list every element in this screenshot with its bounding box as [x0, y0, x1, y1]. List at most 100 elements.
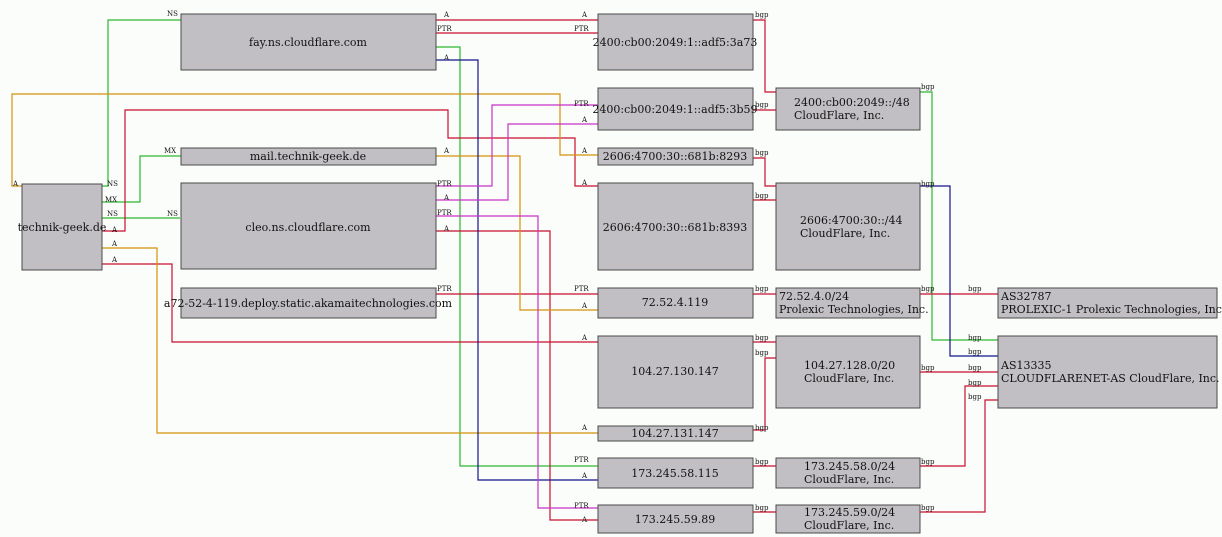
label-a: A	[581, 334, 588, 342]
label-a: A	[12, 180, 19, 188]
label-ptr: PTR	[437, 285, 452, 293]
node-ipv6-3a73[interactable]: 2400:cb00:2049:1::adf5:3a73	[593, 13, 758, 71]
edge-bgp-3a73	[753, 19, 776, 93]
node-label: technik-geek.de	[18, 221, 107, 234]
edge-ns-fay	[102, 19, 181, 187]
label-bgp: bgp	[755, 349, 769, 357]
edge-domain-a-v6	[102, 109, 598, 232]
label-a: A	[581, 11, 588, 19]
label-bgp: bgp	[968, 364, 982, 372]
label-ns: NS	[107, 180, 118, 188]
node-label: 104.27.128.0/20	[804, 359, 895, 372]
node-ip-104-27-130-147[interactable]: 104.27.130.147	[597, 335, 754, 409]
node-net-72[interactable]: 72.52.4.0/24 Prolexic Technologies, Inc.	[775, 287, 929, 319]
node-akamai[interactable]: a72-52-4-119.deploy.static.akamaitechnol…	[164, 287, 453, 319]
node-ipv6-3b59[interactable]: 2400:cb00:2049:1::adf5:3b59	[592, 87, 758, 131]
label-bgp: bgp	[968, 379, 982, 387]
node-net-104[interactable]: 104.27.128.0/20 CloudFlare, Inc.	[775, 335, 921, 409]
label-a: A	[581, 472, 588, 480]
node-label: 2606:4700:30::681b:8393	[603, 221, 748, 234]
node-label: mail.technik-geek.de	[250, 150, 366, 163]
label-bgp: bgp	[968, 348, 982, 356]
label-ns: NS	[107, 210, 118, 218]
label-a: A	[443, 225, 450, 233]
label-ns: NS	[167, 210, 178, 218]
label-bgp: bgp	[755, 458, 769, 466]
edge-bgp-2400-as	[920, 91, 998, 341]
node-label: CloudFlare, Inc.	[804, 372, 894, 385]
node-technik-geek-de[interactable]: technik-geek.de	[18, 183, 107, 271]
node-label: 104.27.131.147	[631, 427, 718, 440]
edge-domain-a-8293	[11, 93, 598, 187]
node-label: 173.245.59.0/24	[804, 506, 895, 519]
label-ptr: PTR	[437, 209, 452, 217]
node-label: CloudFlare, Inc.	[804, 473, 894, 486]
node-label: PROLEXIC-1 Prolexic Technologies, Inc.	[1001, 303, 1222, 316]
edges	[11, 19, 998, 521]
node-label: 72.52.4.119	[642, 296, 708, 309]
edge-bgp-131	[753, 357, 776, 431]
node-ip-72-52-4-119[interactable]: 72.52.4.119	[597, 287, 754, 319]
node-net-2606[interactable]: 2606:4700:30::/44 CloudFlare, Inc.	[775, 182, 921, 271]
node-mail[interactable]: mail.technik-geek.de	[180, 147, 437, 166]
label-a: A	[581, 302, 588, 310]
label-a: A	[111, 240, 118, 248]
label-a: A	[443, 147, 450, 155]
node-label: a72-52-4-119.deploy.static.akamaitechnol…	[164, 297, 453, 310]
node-cleo-ns[interactable]: cleo.ns.cloudflare.com	[180, 182, 437, 270]
label-bgp: bgp	[755, 149, 769, 157]
node-label: 173.245.59.89	[635, 513, 715, 526]
label-a: A	[111, 256, 118, 264]
label-ptr: PTR	[574, 456, 589, 464]
node-ip-173-245-58-115[interactable]: 173.245.58.115	[597, 457, 754, 489]
label-a: A	[111, 226, 118, 234]
label-bgp: bgp	[921, 285, 935, 293]
label-bgp: bgp	[968, 334, 982, 342]
node-label: 2400:cb00:2049:1::adf5:3a73	[593, 36, 758, 49]
edge-domain-a-131	[102, 247, 598, 434]
label-a: A	[581, 179, 588, 187]
label-a: A	[581, 116, 588, 124]
node-ip-173-245-59-89[interactable]: 173.245.59.89	[597, 504, 754, 534]
node-label: CloudFlare, Inc.	[794, 109, 884, 122]
node-as-prolexic[interactable]: AS32787 PROLEXIC-1 Prolexic Technologies…	[997, 287, 1222, 319]
node-label: 2400:cb00:2049::/48	[794, 96, 910, 109]
edge-labels: NS NS MX NS A A A A MX NS A PTR A A PTR …	[12, 10, 982, 524]
node-net-58[interactable]: 173.245.58.0/24 CloudFlare, Inc.	[775, 457, 921, 489]
edge-cleo-a-3b59	[436, 123, 598, 201]
edge-bgp-8293	[753, 157, 776, 187]
label-bgp: bgp	[968, 285, 982, 293]
node-label: AS32787	[1000, 290, 1051, 303]
edge-cleo-ptr-3b59	[436, 104, 598, 187]
node-label: CloudFlare, Inc.	[804, 519, 894, 532]
node-ipv6-8393[interactable]: 2606:4700:30::681b:8393	[597, 182, 754, 271]
label-bgp: bgp	[755, 285, 769, 293]
label-bgp: bgp	[921, 458, 935, 466]
node-label: 72.52.4.0/24	[779, 290, 849, 303]
node-net-59[interactable]: 173.245.59.0/24 CloudFlare, Inc.	[775, 504, 921, 534]
node-label: 2400:cb00:2049:1::adf5:3b59	[592, 103, 757, 116]
edge-cleo-ptr-59	[436, 215, 598, 509]
edge-domain-a-130	[102, 263, 598, 343]
label-bgp: bgp	[921, 504, 935, 512]
label-ptr: PTR	[574, 100, 589, 108]
node-ipv6-8293[interactable]: 2606:4700:30::681b:8293	[597, 147, 754, 166]
edge-bgp-58-as	[920, 385, 998, 467]
label-a: A	[443, 194, 450, 202]
label-ptr: PTR	[574, 285, 589, 293]
node-label: 2606:4700:30::681b:8293	[603, 150, 748, 163]
label-ns: NS	[167, 10, 178, 18]
label-bgp: bgp	[968, 393, 982, 401]
label-bgp: bgp	[755, 101, 769, 109]
node-label: AS13335	[1000, 359, 1051, 372]
label-bgp: bgp	[755, 11, 769, 19]
edge-cleo-a	[436, 230, 598, 521]
node-as-cloudflare[interactable]: AS13335 CLOUDFLARENET-AS CloudFlare, Inc…	[997, 335, 1220, 409]
nodes: technik-geek.de fay.ns.cloudflare.com ma…	[18, 13, 1222, 534]
node-fay-ns[interactable]: fay.ns.cloudflare.com	[180, 13, 437, 71]
node-ip-104-27-131-147[interactable]: 104.27.131.147	[597, 425, 754, 442]
edge-fay-a-58	[436, 46, 598, 467]
node-net-2400[interactable]: 2400:cb00:2049::/48 CloudFlare, Inc.	[775, 87, 921, 131]
label-bgp: bgp	[755, 334, 769, 342]
label-bgp: bgp	[755, 504, 769, 512]
